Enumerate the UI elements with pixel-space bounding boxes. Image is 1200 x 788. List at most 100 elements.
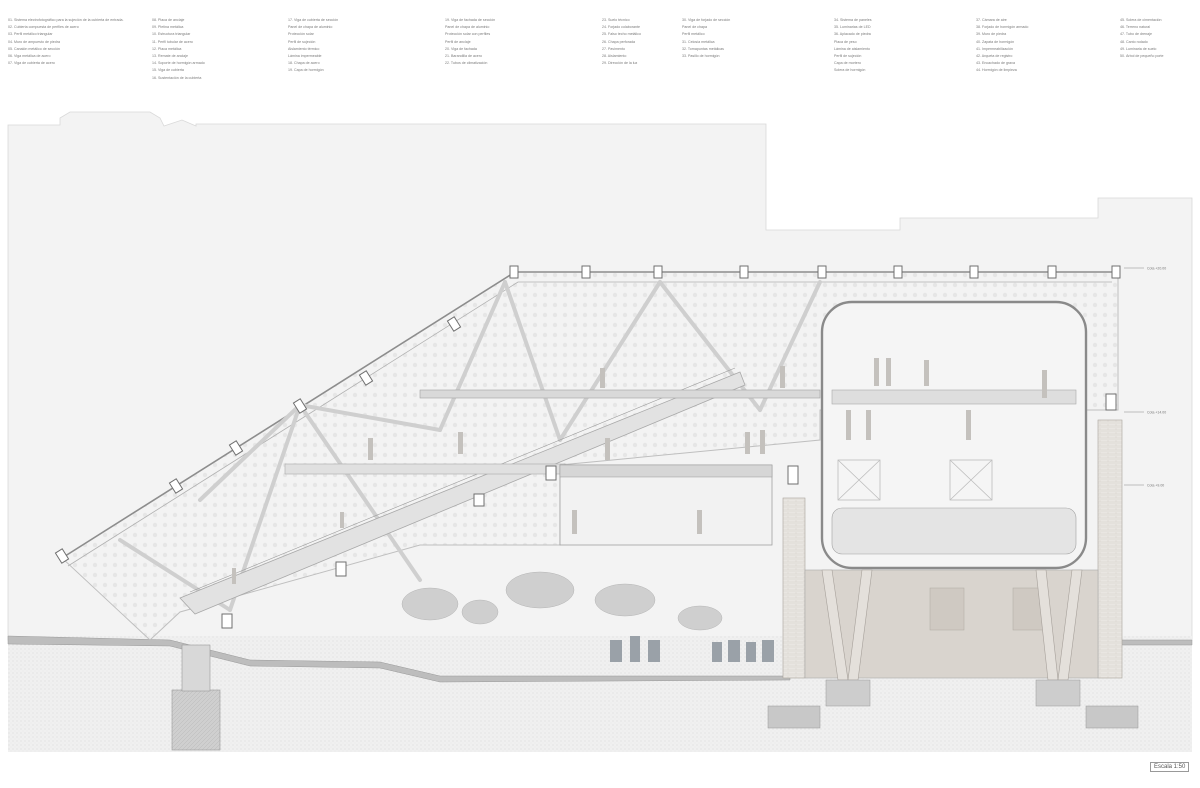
left-pier (181, 644, 211, 692)
legend-column-8: 37. Cámara de aire 38. Forjado de hormig… (976, 18, 1104, 76)
legend-item: 07. Viga de cubierta de acero (8, 61, 55, 66)
legend-item: 09. Pletina metálica (152, 25, 184, 30)
legend-item: 19. Viga de fachada de sección (445, 18, 496, 22)
legend-item: 31. Celosía metálica (682, 39, 715, 44)
legend-item: 19. Capa de hormigón (288, 68, 324, 73)
legend-item: 24. Forjado colaborante (602, 25, 640, 30)
legend-item: Capa de mortero (834, 61, 861, 66)
legend-item: 30. Viga de forjado de sección (682, 18, 731, 22)
legend-item: Lámina de aislamiento (834, 46, 870, 51)
garden-trees (401, 571, 723, 631)
scale-label: Escala 1:50 (1150, 762, 1190, 772)
legend-item: Placa de yeso (834, 39, 857, 44)
legend-item: 20. Viga de fachada (445, 46, 477, 51)
legend-item: 50. Árbol de pequeño porte (1120, 53, 1164, 58)
level-label: Cota +14.00 (1147, 411, 1166, 415)
legend-item: Perfil de sujeción (288, 39, 316, 44)
legend-item: 23. Suelo técnico (602, 18, 630, 22)
legend-item: 33. Pasillo de hormigón (682, 53, 720, 58)
level-marker-2: Cota +14.00 (1124, 411, 1166, 415)
legend-column-3: 17. Viga de cubierta de sección Panel de… (288, 18, 416, 76)
legend-item: 35. Luminarias de LED (834, 25, 871, 30)
legend-column-1: 01. Sistema electrofotográfico para la s… (8, 18, 136, 68)
legend-item: 15. Viga de cubierta (152, 68, 184, 73)
legend-item: 14. Soporte de hormigón armado (152, 61, 205, 66)
footing-base-1 (767, 705, 821, 729)
legend-item: Panel de chapa de aluminio (288, 25, 333, 30)
level-marker-3: Cota +9.00 (1124, 484, 1164, 488)
legend-item: 04. Muro de ampuesto de piedra (8, 39, 60, 44)
legend-item: 06. Viga metálica de acero (8, 53, 51, 58)
legend-item: 27. Pavimento (602, 46, 625, 51)
legend-item: 37. Cámara de aire (976, 18, 1007, 22)
gallery-ceiling (559, 464, 773, 478)
legend-item: 41. Impermeabilización (976, 46, 1013, 51)
upper-walkway (419, 389, 821, 399)
legend-item: 03. Perfil metálico triangular (8, 32, 53, 37)
v-columns (821, 569, 1083, 681)
legend-item: 43. Encachado de grava (976, 61, 1015, 66)
legend-item: 47. Tubo de drenaje (1120, 32, 1152, 37)
legend-item: 39. Muro de piedra (976, 32, 1007, 37)
legend-column-7: 34. Sistema de paneles 35. Luminarias de… (834, 18, 962, 76)
box-bracing (837, 459, 993, 501)
legend-item: 21. Barandilla de acero (445, 53, 482, 58)
right-wall (1097, 419, 1123, 679)
mid-walkway (284, 463, 566, 475)
ramp-rail (189, 367, 736, 593)
legend-item: 13. Remate de anclaje (152, 53, 188, 58)
legend-item: 34. Sistema de paneles (834, 18, 872, 22)
column-footing-1 (825, 679, 871, 707)
legend-item: Aislamiento térmico (288, 46, 320, 51)
window-1 (929, 587, 965, 631)
legend-item: Solera de hormigón (834, 68, 866, 73)
legend-item: 28. Aislamiento (602, 53, 627, 58)
legend-column-2: 08. Placa de anclaje 09. Pletina metálic… (152, 18, 280, 83)
human-figures (232, 358, 1047, 584)
ramp (179, 371, 746, 615)
legend-item: 18. Chapa de acero (288, 61, 320, 66)
garden-people (610, 636, 774, 662)
legend-item: 16. Sustentación de la cubierta (152, 75, 202, 80)
legend-item: 32. Tornapuntas metálicas (682, 46, 724, 51)
legend-item: 29. Dirección de la luz (602, 61, 638, 66)
box-lower-floor (831, 507, 1077, 555)
footing-base-2 (1085, 705, 1139, 729)
legend-item: 01. Sistema electrofotográfico para la s… (8, 18, 124, 22)
level-label: Cota +9.00 (1147, 484, 1164, 488)
truss-members (118, 280, 822, 612)
level-marker-1: Cota +20.00 (1124, 267, 1166, 271)
legend-item: 40. Zapata de hormigón (976, 39, 1015, 44)
legend-item: 08. Placa de anclaje (152, 18, 185, 22)
left-foundation (171, 689, 221, 751)
legend-item: 02. Cubierta compuesta de perfiles de ac… (8, 25, 79, 30)
legend-item: 36. Aplacado de piedra (834, 32, 871, 37)
legend-item: Perfil metálico (682, 32, 705, 37)
legend-item: Perfil de sujeción (834, 53, 862, 58)
legend-item: 22. Tubos de climatización (445, 61, 488, 66)
box-upper-floor (831, 389, 1077, 405)
legend-item: 25. Falso techo metálico (602, 32, 641, 37)
heritage-wall (782, 497, 806, 679)
legend-item: 26. Chapa perforada (602, 39, 635, 44)
level-label: Cota +20.00 (1147, 267, 1166, 271)
legend-item: 44. Hormigón de limpieza (976, 68, 1017, 73)
legend-item: 10. Estructura triangular (152, 32, 191, 37)
legend: 01. Sistema electrofotográfico para la s… (8, 18, 1192, 118)
roof-nodes (54, 265, 1121, 629)
legend-item: Protección solar con perfiles (445, 32, 491, 37)
legend-item: 46. Terreno natural (1120, 25, 1151, 30)
legend-column-4: 19. Viga de fachada de sección Panel de … (445, 18, 573, 68)
legend-item: 49. Luminaria de suelo (1120, 46, 1157, 51)
legend-item: 42. Arqueta de registro (976, 53, 1013, 58)
legend-item: 17. Viga de cubierta de sección (288, 18, 339, 22)
legend-item: Panel de chapa (682, 25, 707, 30)
legend-item: 48. Canto rodado (1120, 39, 1148, 44)
legend-item: 11. Perfil tubular de acero (152, 39, 193, 44)
legend-column-5: 23. Suelo técnico 24. Forjado colaborant… (602, 18, 730, 68)
legend-item: 05. Canalón metálico de sección (8, 46, 60, 51)
legend-item: 12. Placa metálica (152, 46, 182, 51)
roof-inner-edge (67, 281, 1112, 567)
legend-column-9: 45. Solera de cimentación 46. Terreno na… (1120, 18, 1192, 61)
